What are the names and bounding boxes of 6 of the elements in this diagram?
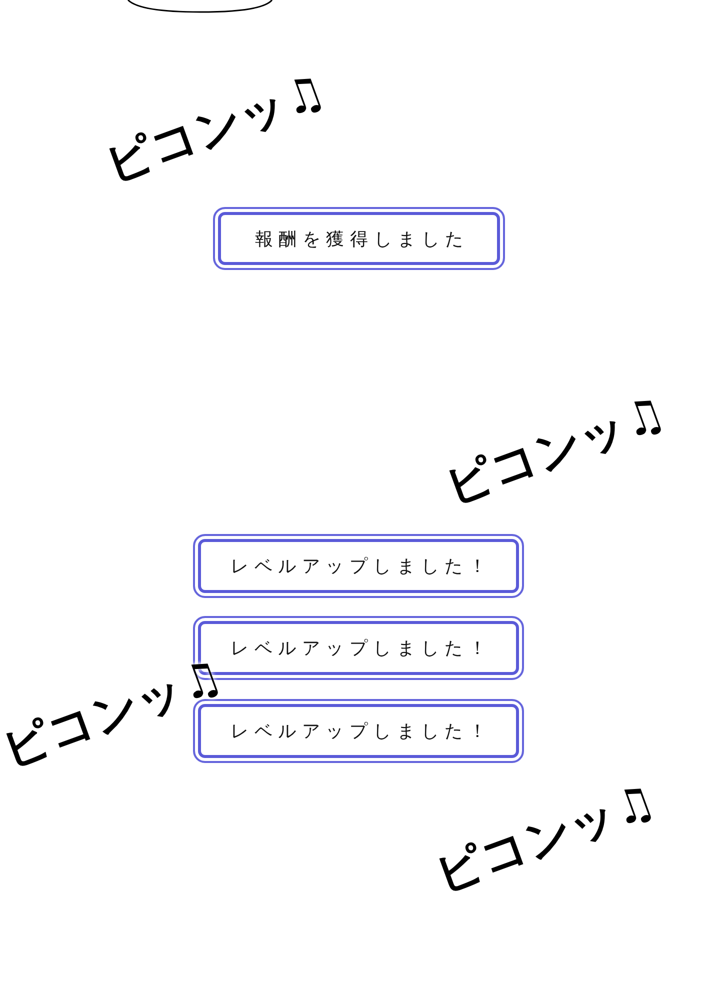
- message-box: レベルアップしました！: [193, 534, 524, 598]
- message-box: レベルアップしました！: [193, 699, 524, 763]
- sound-effect-text: ピコンッ♫: [436, 383, 673, 516]
- message-box: 報酬を獲得しました: [213, 207, 505, 270]
- sound-effect-text: ピコンッ♫: [96, 61, 333, 194]
- sound-effect-text: ピコンッ♫: [426, 771, 663, 904]
